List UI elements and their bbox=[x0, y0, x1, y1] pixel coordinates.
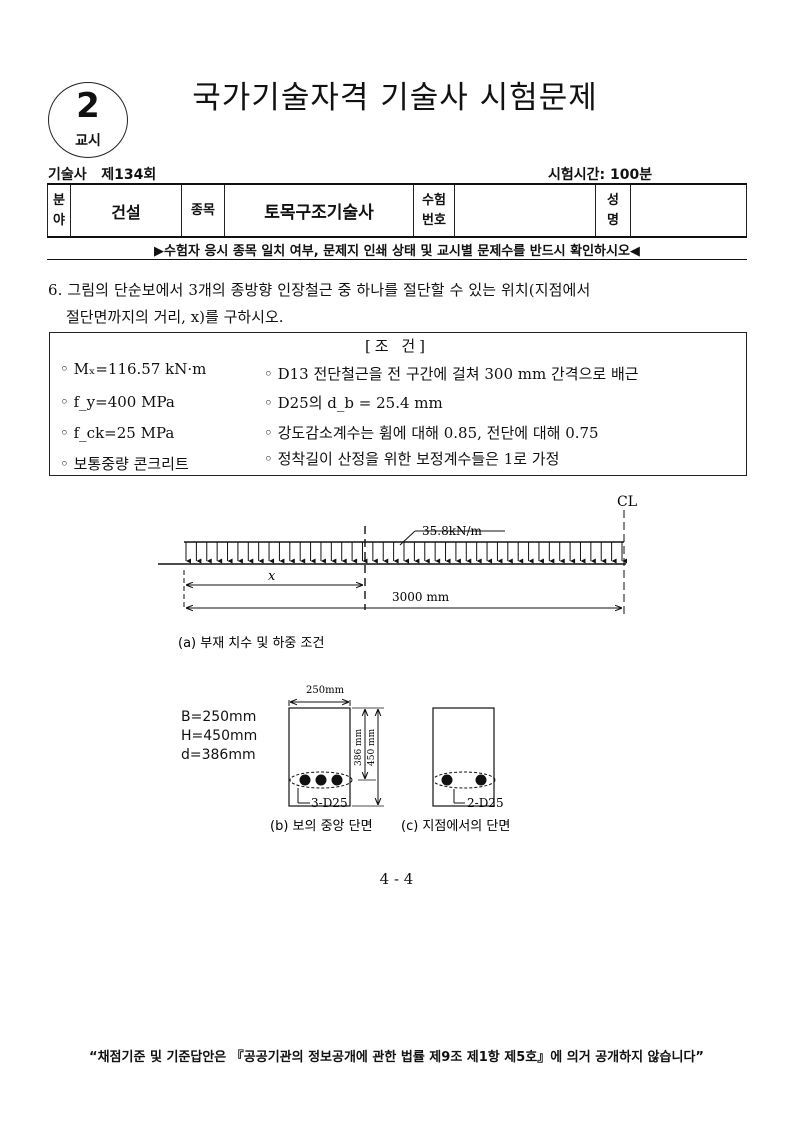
name-label-1: 성 bbox=[607, 192, 619, 208]
rebar bbox=[475, 774, 487, 786]
cond-fy: ◦ f_y=400 MPa bbox=[60, 393, 175, 411]
page-number: 4 - 4 bbox=[379, 870, 414, 888]
bars-support-label: 2-D25 bbox=[467, 796, 504, 810]
cond-fck: ◦ f_ck=25 MPa bbox=[60, 424, 175, 442]
dim-H: H=450mm bbox=[181, 728, 258, 744]
period-number: 2 bbox=[76, 86, 100, 126]
load-label: 35.8kN/m bbox=[422, 524, 483, 538]
conditions-title: [조 건] bbox=[364, 337, 430, 355]
period-label: 교시 bbox=[75, 133, 101, 149]
exam-no-label-1: 수험 bbox=[422, 192, 446, 208]
load-leader bbox=[399, 530, 416, 546]
footer-note: “채점기준 및 기준답안은 『공공기관의 정보공개에 관한 법률 제9조 제1항… bbox=[89, 1050, 704, 1065]
caption-b: (b) 보의 중앙 단면 bbox=[270, 819, 373, 834]
span-label: 3000 mm bbox=[392, 590, 450, 604]
rebar bbox=[299, 774, 311, 786]
cond-concrete: ◦ 보통중량 콘크리트 bbox=[60, 455, 189, 473]
x-label: x bbox=[268, 569, 276, 584]
name-label-cell: 성 명 bbox=[595, 183, 631, 238]
cond-db: ◦ D25의 d_b = 25.4 mm bbox=[264, 394, 443, 412]
cond-dev: ◦ 정착길이 산정을 위한 보정계수들은 1로 가정 bbox=[264, 450, 560, 468]
section-dimensions: B=250mm H=450mm d=386mm bbox=[181, 708, 257, 765]
rebar bbox=[441, 774, 453, 786]
support-section bbox=[432, 707, 495, 807]
depth-label: 386 mm bbox=[354, 728, 364, 766]
field-label-1: 분 bbox=[53, 192, 65, 208]
exam-no-label-cell: 수험 번호 bbox=[413, 183, 455, 238]
category-value: 토목구조기술사 bbox=[224, 183, 414, 238]
caption-c: (c) 지점에서의 단면 bbox=[401, 819, 510, 834]
notice: ▶수험자 응시 종목 일치 여부, 문제지 인쇄 상태 및 교시별 문제수를 반… bbox=[154, 244, 640, 259]
rebar bbox=[331, 774, 343, 786]
exam-no-value bbox=[454, 183, 596, 238]
notice-divider bbox=[47, 259, 747, 260]
cond-phi: ◦ 강도감소계수는 휨에 대해 0.85, 전단에 대해 0.75 bbox=[264, 424, 599, 442]
cond-mx: ◦ Mₓ=116.57 kN·m bbox=[60, 360, 207, 378]
exam-no-label-2: 번호 bbox=[422, 212, 446, 228]
dim-d: d=386mm bbox=[181, 747, 256, 763]
mid-section bbox=[288, 707, 351, 807]
conditions-box bbox=[49, 332, 747, 476]
name-value bbox=[630, 183, 747, 238]
cond-stirrup: ◦ D13 전단철근을 전 구간에 걸쳐 300 mm 간격으로 배근 bbox=[264, 365, 639, 383]
load-arrows bbox=[185, 542, 627, 564]
dim-B: B=250mm bbox=[181, 709, 257, 725]
question-line-2: 절단면까지의 거리, x)를 구하시오. bbox=[66, 308, 284, 326]
info-table: 분 야 건설 종목 토목구조기술사 수험 번호 성 명 bbox=[47, 183, 747, 238]
centerline-label: CL bbox=[617, 494, 637, 510]
page-title: 국가기술자격 기술사 시험문제 bbox=[192, 80, 598, 116]
question: 6. 그림의 단순보에서 3개의 종방향 인장철근 중 하나를 절단할 수 있는… bbox=[48, 277, 753, 331]
category-label: 종목 bbox=[181, 183, 225, 238]
period-badge bbox=[48, 82, 128, 158]
caption-a: (a) 부재 치수 및 하중 조건 bbox=[178, 636, 324, 651]
name-label-2: 명 bbox=[607, 212, 619, 228]
field-value: 건설 bbox=[70, 183, 182, 238]
field-label-2: 야 bbox=[53, 212, 65, 228]
width-label: 250mm bbox=[306, 685, 345, 696]
height-label: 450 mm bbox=[367, 728, 377, 766]
exam-time: 시험시간: 100분 bbox=[548, 167, 653, 183]
bars-mid-label: 3-D25 bbox=[311, 796, 348, 810]
rebar bbox=[315, 774, 327, 786]
question-line-1: 6. 그림의 단순보에서 3개의 종방향 인장철근 중 하나를 절단할 수 있는… bbox=[48, 281, 591, 299]
exam-round: 기술사 제134회 bbox=[48, 167, 157, 183]
